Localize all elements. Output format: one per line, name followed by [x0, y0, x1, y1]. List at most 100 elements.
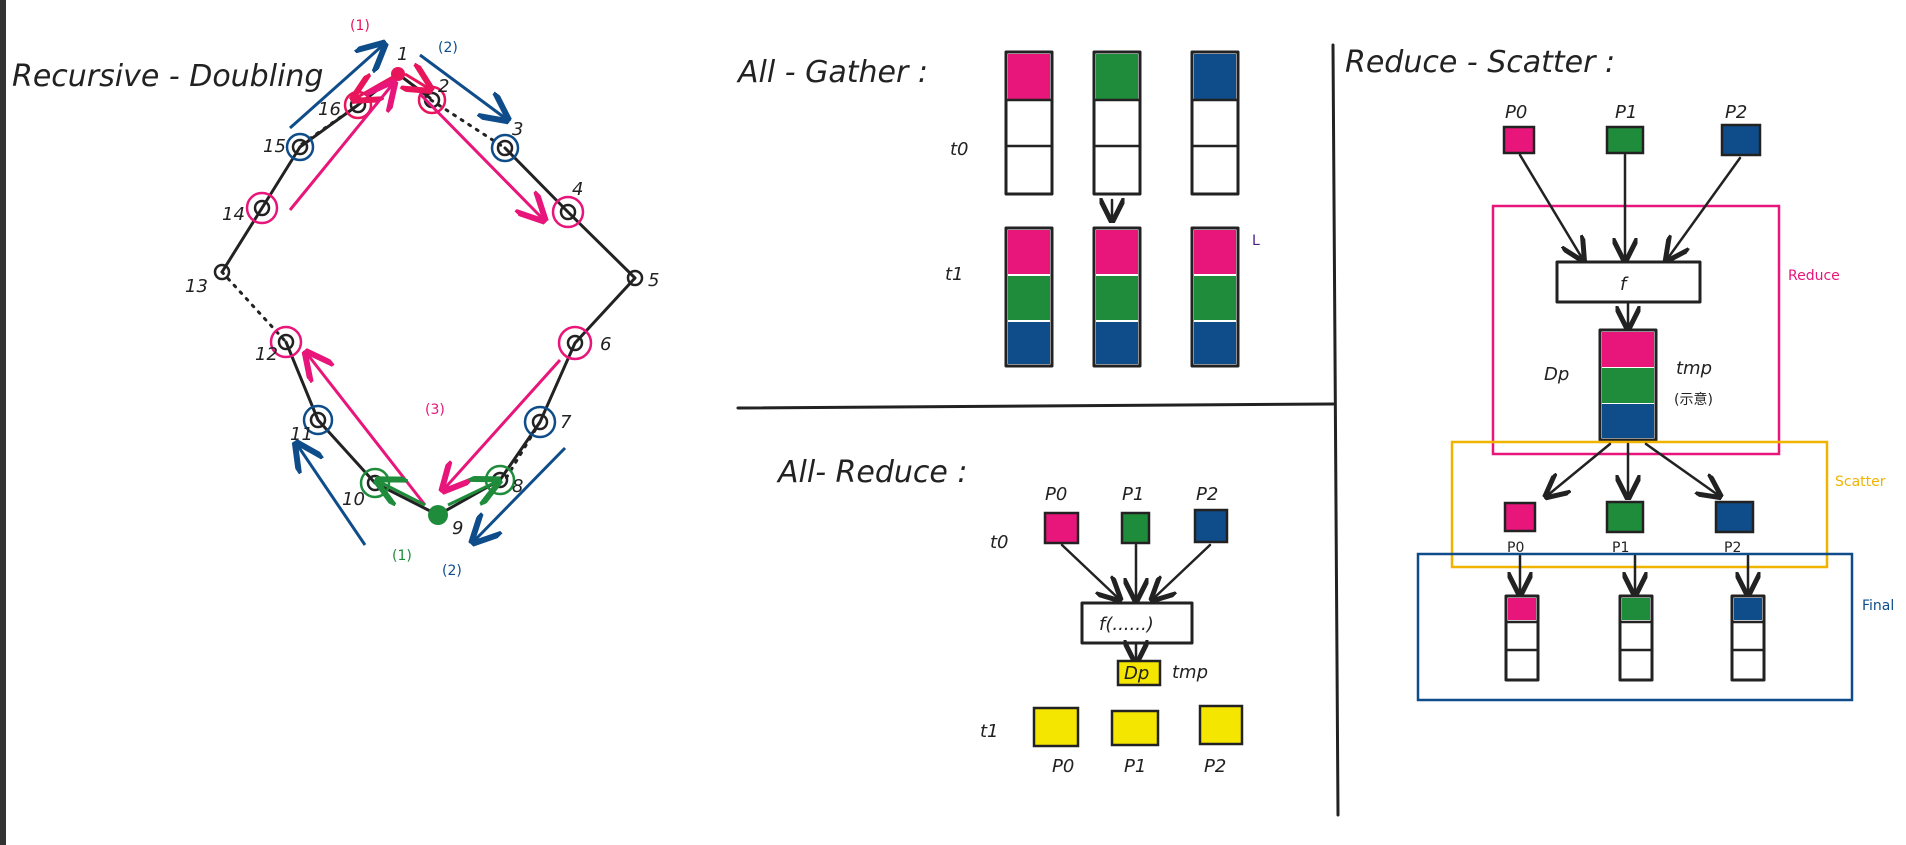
- allreduce-p2-block: [1193, 508, 1229, 544]
- rs-scatter-p1-label: P1: [1612, 540, 1629, 556]
- allreduce-title: All- Reduce :: [776, 455, 968, 490]
- arrow-step3-to-9: [445, 358, 562, 488]
- step-label-bottom-blue: (2): [442, 563, 462, 579]
- node-14: [253, 199, 271, 217]
- svg-text:3: 3: [512, 119, 523, 140]
- allgather-t1-label: t1: [945, 264, 964, 285]
- allreduce-p1-label: P1: [1122, 484, 1144, 505]
- allgather-mark: L: [1252, 233, 1260, 249]
- step-label-top-blue: (2): [438, 40, 458, 56]
- rs-scatter-p0-label: P0: [1507, 540, 1524, 556]
- svg-text:1: 1: [397, 44, 408, 65]
- arrow-step1-right: [405, 74, 428, 88]
- rs-p1-block: [1605, 125, 1645, 155]
- ring-dots-15-16: [300, 103, 360, 146]
- recursive-doubling-diagram: Recursive - Doubling: [12, 18, 659, 579]
- svg-text:5: 5: [648, 270, 659, 291]
- svg-text:8: 8: [512, 476, 523, 497]
- step-label-mid-pink: (3): [425, 402, 445, 418]
- svg-text:16: 16: [318, 99, 341, 120]
- svg-text:7: 7: [560, 412, 572, 433]
- allreduce-t1-label: t1: [980, 721, 999, 742]
- ring-nodes: [213, 67, 644, 525]
- allreduce-p0-label: P0: [1045, 484, 1067, 505]
- allreduce-dp-box: [1116, 659, 1162, 687]
- step-label-bottom-green: (1): [392, 548, 412, 564]
- vertical-divider: [1331, 43, 1340, 817]
- rs-p2-label: P2: [1725, 102, 1747, 123]
- svg-text:4: 4: [572, 179, 583, 200]
- allgather-t0-buffers: [1004, 50, 1240, 196]
- rs-scatter-p2-block: [1714, 500, 1755, 534]
- svg-text:14: 14: [222, 204, 245, 225]
- allgather-t0-label: t0: [950, 139, 969, 160]
- rs-scatter-p0-block: [1503, 501, 1537, 533]
- arrow-blue-bottomright: [475, 446, 567, 540]
- allreduce-p2-label: P2: [1196, 484, 1218, 505]
- node-6: [566, 334, 584, 352]
- step-label-top-red: (1): [350, 18, 370, 34]
- allreduce-out-p2: [1198, 704, 1244, 746]
- rs-final-box: [1416, 552, 1854, 702]
- rs-scatter-box: [1450, 440, 1829, 569]
- allgather-title: All - Gather :: [736, 55, 928, 90]
- allreduce-t0-label: t0: [990, 532, 1009, 553]
- svg-text:6: 6: [600, 334, 611, 355]
- svg-text:2: 2: [438, 76, 449, 97]
- allreduce-out-p1: [1110, 709, 1160, 747]
- all-reduce-diagram: All- Reduce : P0 P1 P2 t0 f(......) Dp t…: [776, 455, 1244, 777]
- horizontal-divider: [736, 402, 1335, 410]
- rs-final-label: Final: [1862, 598, 1894, 614]
- reducescatter-title: Reduce - Scatter :: [1345, 45, 1615, 80]
- rs-reduce-box: [1491, 204, 1781, 456]
- node-9: [428, 505, 448, 525]
- rs-scatter-label: Scatter: [1835, 474, 1886, 490]
- rs-p1-label: P1: [1615, 102, 1637, 123]
- node-13: [213, 263, 231, 281]
- svg-text:9: 9: [452, 518, 463, 539]
- ring-dots-13-12: [220, 270, 288, 344]
- left-edge-bar: [0, 0, 6, 845]
- rs-tmp-label: tmp: [1676, 358, 1712, 379]
- ring-dots-2-3: [429, 98, 507, 150]
- rs-reduce-label: Reduce: [1788, 268, 1840, 284]
- rs-dp-buffer: [1598, 328, 1658, 442]
- rs-tmp-note: (示意): [1674, 391, 1713, 408]
- rs-scatter-p1-block: [1605, 500, 1645, 534]
- rs-p0-label: P0: [1505, 102, 1527, 123]
- arrow-step3-to-1: [288, 85, 392, 211]
- arrow-green-left: [380, 482, 426, 507]
- arrow-blue-bottomleft: [298, 446, 367, 546]
- ring-node-labels: 1 2 3 4 5 6 7 8 9 10 11 12 13 14 15 16: [185, 44, 659, 539]
- arrow-green-right: [447, 482, 496, 507]
- rs-func-box: [1555, 260, 1702, 304]
- allreduce-out-p2-label: P2: [1204, 756, 1226, 777]
- allreduce-dp-label: Dp: [1124, 663, 1149, 684]
- rs-func-label: f: [1620, 274, 1629, 295]
- rs-scatter-p2-label: P2: [1724, 540, 1741, 556]
- allreduce-func-label: f(......): [1099, 614, 1154, 635]
- arrow-step3-to-4: [418, 92, 542, 218]
- rs-final-buffers: [1504, 594, 1766, 682]
- allreduce-out-p0-label: P0: [1052, 756, 1074, 777]
- recursive-title: Recursive - Doubling: [12, 59, 323, 94]
- svg-text:11: 11: [290, 424, 313, 445]
- allreduce-out-p0: [1032, 706, 1080, 748]
- allreduce-p1-block: [1120, 511, 1151, 545]
- node-12: [277, 333, 295, 351]
- svg-text:13: 13: [185, 276, 208, 297]
- node-15: [291, 138, 309, 156]
- node-4: [559, 203, 577, 221]
- arrow-step2-topright: [419, 53, 505, 118]
- node-5: [626, 269, 644, 287]
- svg-text:15: 15: [263, 136, 286, 157]
- node-11: [309, 411, 327, 429]
- reduce-scatter-diagram: Reduce - Scatter : P0 P1 P2 Reduce f Dp …: [1345, 45, 1894, 702]
- allreduce-p0-block: [1043, 511, 1080, 545]
- node-3: [496, 139, 514, 157]
- all-gather-diagram: All - Gather : t0 t1 L: [736, 50, 1260, 368]
- node-7: [531, 413, 549, 431]
- svg-text:12: 12: [255, 344, 278, 365]
- rs-p0-block: [1502, 125, 1536, 155]
